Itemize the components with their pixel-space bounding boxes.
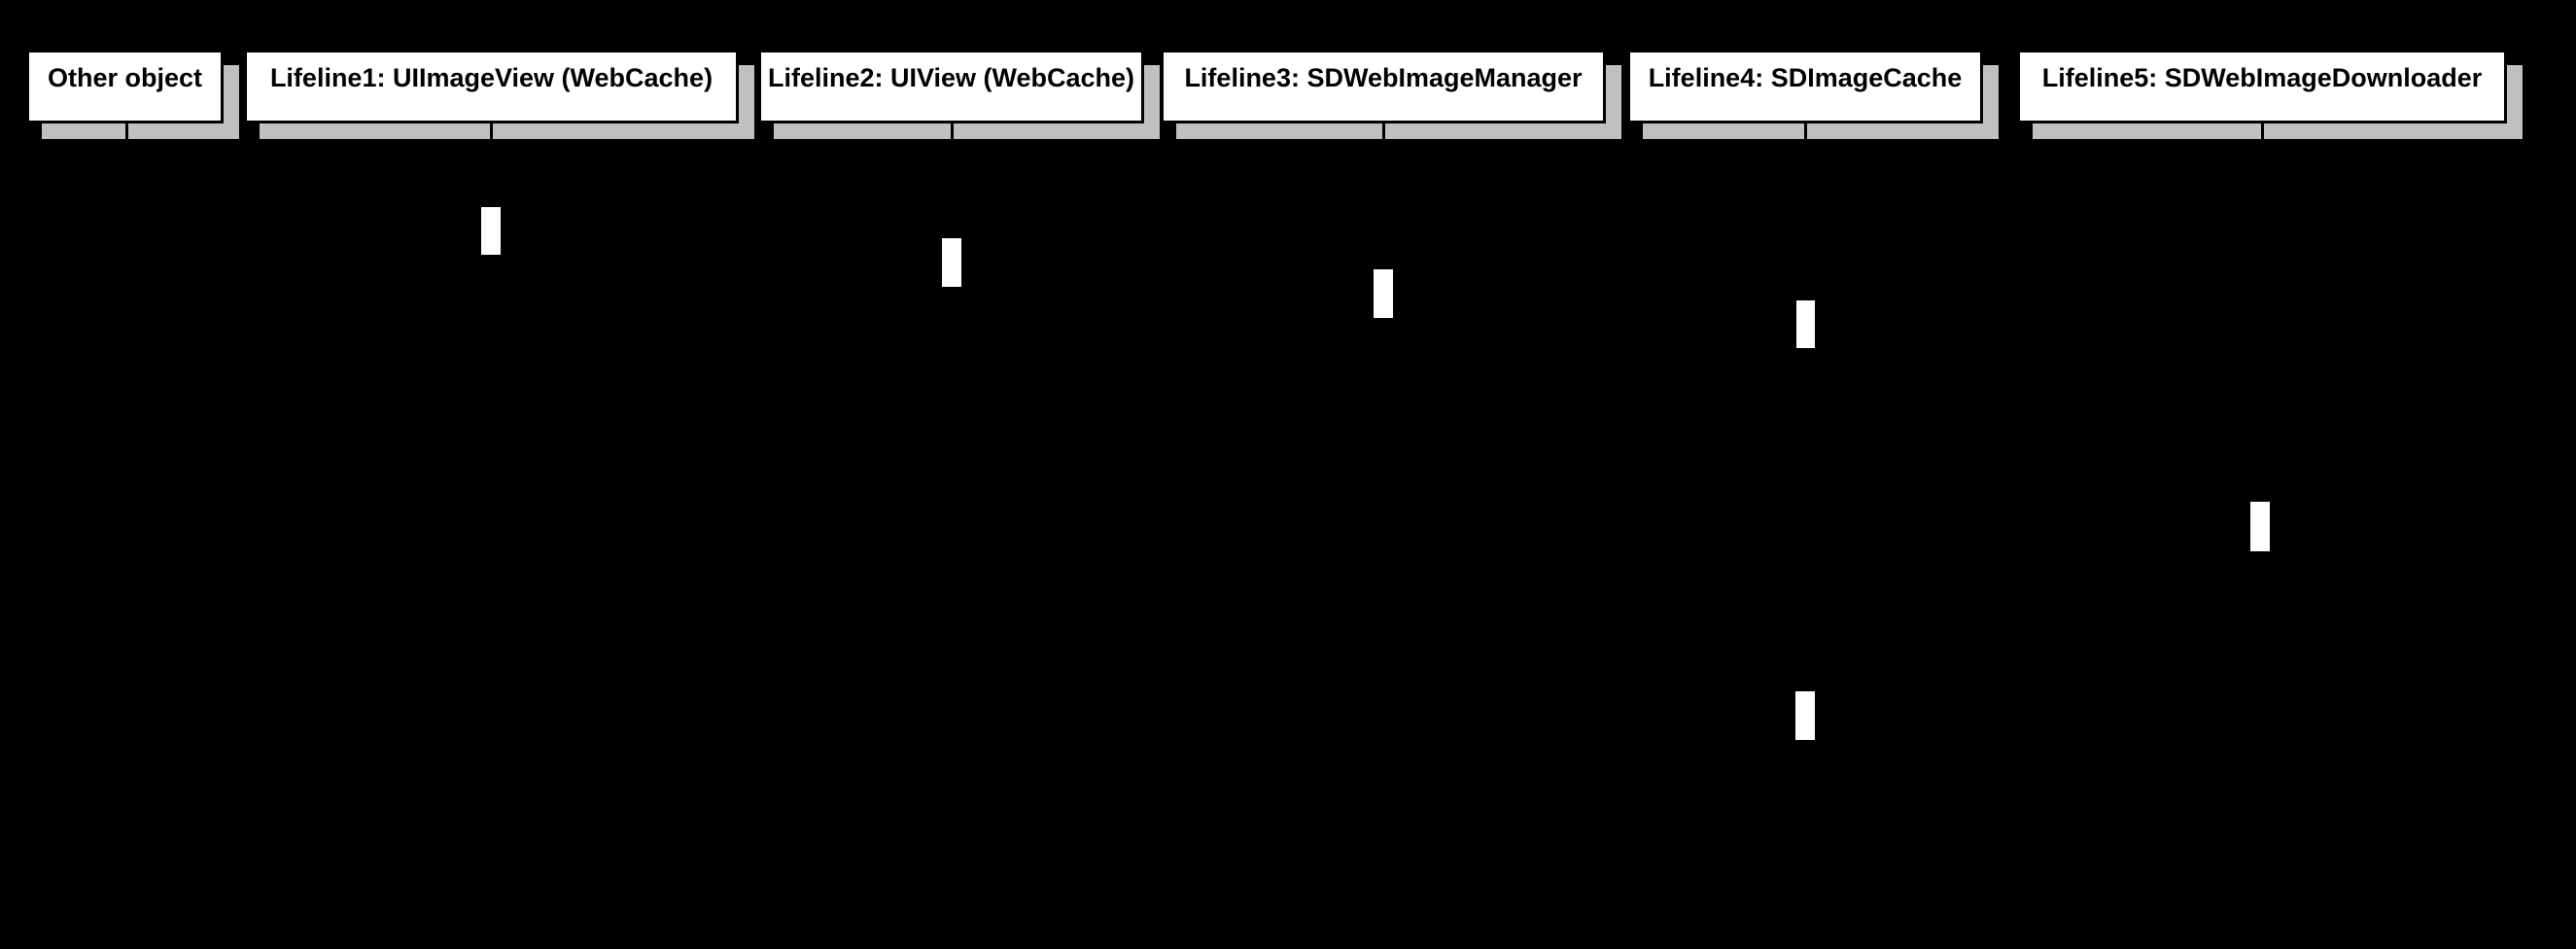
lifeline-head-box: Lifeline4: SDImageCache (1627, 50, 1983, 123)
lifeline-head-box: Lifeline1: UIImageView (WebCache) (244, 50, 739, 123)
lifeline-line (1804, 123, 1807, 949)
lifeline-line (1382, 123, 1385, 949)
activation-bar (2248, 500, 2272, 553)
lifeline-label: Lifeline4: SDImageCache (1648, 63, 1963, 92)
lifeline-line (125, 123, 128, 949)
lifeline-head-box: Lifeline3: SDWebImageManager (1161, 50, 1606, 123)
lifeline-label: Lifeline5: SDWebImageDownloader (2041, 63, 2483, 92)
lifeline-head-box: Lifeline2: UIView (WebCache) (758, 50, 1144, 123)
activation-bar (1793, 689, 1817, 742)
lifeline-line (951, 123, 954, 949)
activation-bar (1794, 299, 1817, 350)
lifeline-label: Lifeline3: SDWebImageManager (1184, 63, 1583, 92)
activation-bar (940, 236, 963, 289)
activation-bar (479, 205, 503, 257)
lifeline-label: Other object (47, 63, 203, 92)
lifeline-label: Lifeline1: UIImageView (WebCache) (269, 63, 714, 92)
activation-bar (1372, 267, 1395, 320)
lifeline-label: Lifeline2: UIView (WebCache) (767, 63, 1135, 92)
lifeline-head-box: Lifeline5: SDWebImageDownloader (2017, 50, 2507, 123)
lifeline-line (490, 123, 493, 949)
lifeline-head-box: Other object (26, 50, 224, 123)
